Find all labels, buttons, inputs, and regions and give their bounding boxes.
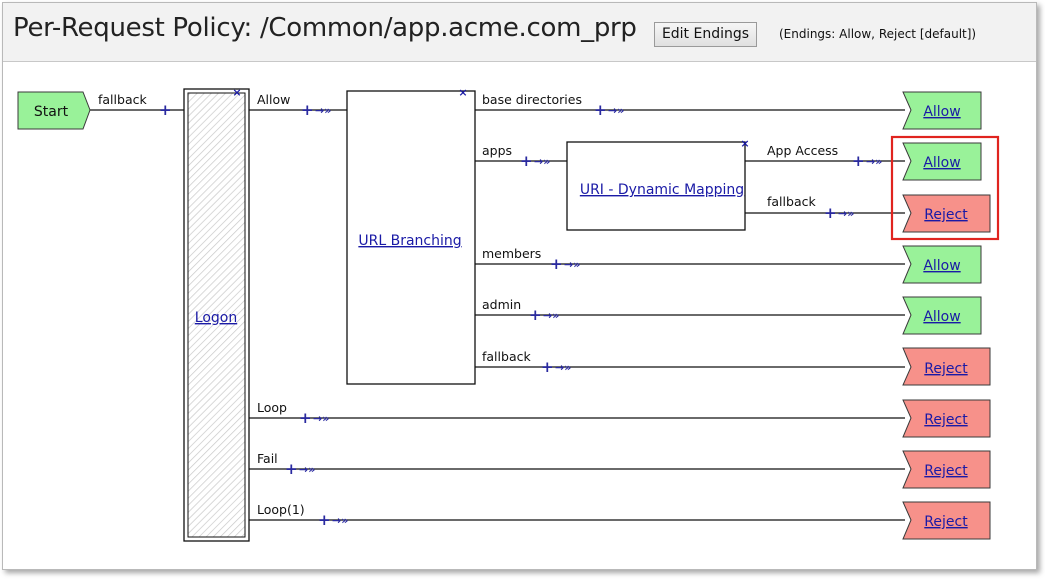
add-item-button[interactable]: +	[594, 101, 607, 119]
page-title: Per-Request Policy: /Common/app.acme.com…	[13, 13, 637, 43]
add-item-button[interactable]: +	[285, 460, 298, 478]
add-item-button[interactable]: +	[824, 204, 837, 222]
uri-dynamic-mapping-link[interactable]: URI - Dynamic Mapping	[580, 182, 744, 198]
url-branching-node	[346, 90, 476, 385]
arrow-icon: →»	[534, 155, 550, 168]
branch-label-base-directories: base directories	[482, 92, 582, 107]
add-item-button[interactable]: +	[301, 101, 314, 119]
arrow-icon: →»	[564, 258, 580, 271]
arrow-icon: →»	[313, 412, 329, 425]
ending-allow-3[interactable]: Allow	[902, 245, 982, 284]
start-label: Start	[34, 104, 69, 120]
ending-reject-5[interactable]: Reject	[902, 501, 991, 540]
arrow-icon: →»	[838, 207, 854, 220]
ending-reject-link[interactable]: Reject	[924, 207, 968, 223]
add-item-button[interactable]: +	[529, 306, 542, 324]
arrow-icon: →»	[299, 463, 315, 476]
ending-allow-link[interactable]: Allow	[923, 309, 960, 325]
ending-reject-link[interactable]: Reject	[924, 514, 968, 530]
branch-label-app-access: App Access	[767, 143, 838, 158]
add-item-button[interactable]: +	[159, 101, 172, 119]
arrow-icon: →»	[315, 104, 331, 117]
endings-note: (Endings: Allow, Reject [default])	[779, 27, 977, 41]
add-item-button[interactable]: +	[299, 409, 312, 427]
add-item-buttons[interactable]: + + + + + + + + + + +	[285, 101, 865, 529]
add-item-button[interactable]: +	[541, 358, 554, 376]
ending-reject-1[interactable]: Reject	[902, 194, 991, 233]
policy-header: Per-Request Policy: /Common/app.acme.com…	[3, 3, 1036, 62]
add-item-button[interactable]: +	[550, 255, 563, 273]
logon-node	[183, 88, 250, 542]
edit-endings-button[interactable]: Edit Endings	[654, 22, 757, 47]
url-branching-link[interactable]: URL Branching	[358, 233, 461, 249]
ending-allow-link[interactable]: Allow	[923, 104, 960, 120]
branch-label-fail: Fail	[257, 451, 278, 466]
arrow-icon: →»	[608, 104, 624, 117]
ending-reject-link[interactable]: Reject	[924, 361, 968, 377]
arrow-icon: →»	[866, 155, 882, 168]
ending-reject-link[interactable]: Reject	[924, 412, 968, 428]
logon-link[interactable]: Logon	[195, 310, 237, 326]
branch-label-fallback: fallback	[482, 349, 531, 364]
branch-label-admin: admin	[482, 297, 521, 312]
ending-reject-4[interactable]: Reject	[902, 450, 991, 489]
ending-allow-link[interactable]: Allow	[923, 155, 960, 171]
add-item-button[interactable]: +	[852, 152, 865, 170]
add-item-button[interactable]: +	[318, 511, 331, 529]
close-icon[interactable]: ×	[232, 86, 241, 99]
highlight-box	[890, 135, 1000, 241]
ending-allow-1[interactable]: Allow	[902, 91, 982, 130]
branch-label-loop1: Loop(1)	[257, 502, 305, 517]
uri-dynamic-mapping-node	[566, 141, 746, 231]
branch-label-apps: apps	[482, 143, 512, 158]
close-icon[interactable]: ×	[458, 86, 467, 99]
ending-reject-3[interactable]: Reject	[902, 399, 991, 438]
branch-label-allow: Allow	[257, 92, 290, 107]
arrow-icon: →»	[543, 309, 559, 322]
ending-allow-link[interactable]: Allow	[923, 258, 960, 274]
policy-window: Per-Request Policy: /Common/app.acme.com…	[2, 2, 1037, 570]
branch-label-mapping-fallback: fallback	[767, 194, 816, 209]
branch-label-loop: Loop	[257, 400, 287, 415]
branch-label-members: members	[482, 246, 541, 261]
arrow-icon: →»	[332, 514, 348, 527]
start-node: Start	[17, 91, 91, 130]
arrow-icon: →»	[555, 361, 571, 374]
ending-reject-link[interactable]: Reject	[924, 463, 968, 479]
ending-reject-2[interactable]: Reject	[902, 347, 991, 386]
add-item-button[interactable]: +	[520, 152, 533, 170]
ending-allow-2[interactable]: Allow	[902, 142, 982, 181]
ending-allow-4[interactable]: Allow	[902, 296, 982, 335]
branch-label-start-fallback: fallback	[98, 92, 147, 107]
flow-arrows: →» →» →» →» →» →» →» →» →» →» →»	[299, 104, 882, 527]
connector-lines	[88, 109, 905, 521]
close-icon[interactable]: ×	[740, 137, 749, 150]
